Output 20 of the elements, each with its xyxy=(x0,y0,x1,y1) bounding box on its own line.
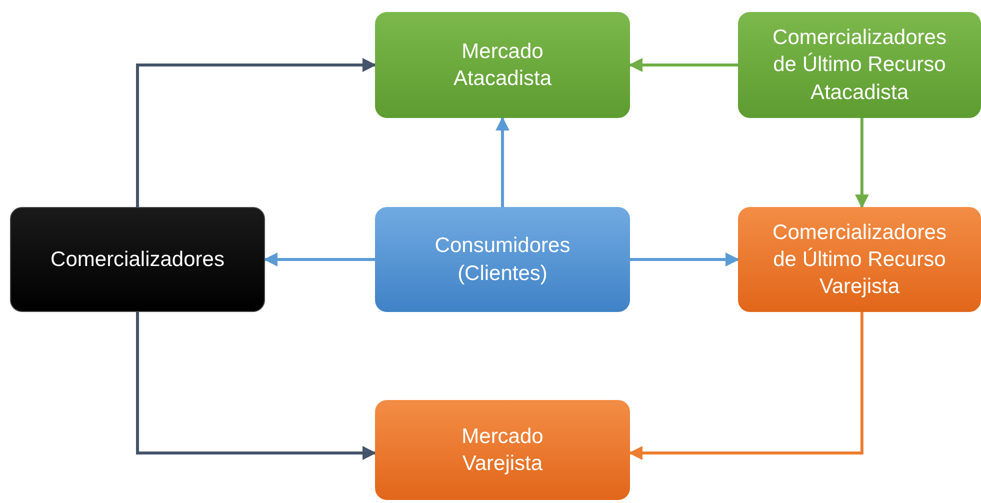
node-label: Mercado Varejista xyxy=(460,424,544,477)
arrow xyxy=(628,312,864,460)
process-box xyxy=(375,207,630,312)
process-box xyxy=(738,207,981,312)
arrow xyxy=(628,58,738,72)
node-label: Comercializadores de Último Recurso Atacadista xyxy=(772,25,948,106)
arrow xyxy=(496,116,510,207)
arrow xyxy=(264,252,375,266)
node-label: Comercializadores xyxy=(50,246,224,273)
arrow xyxy=(136,312,376,460)
process-box xyxy=(10,207,265,312)
arrow xyxy=(854,118,869,208)
arrow xyxy=(630,252,740,266)
arrow xyxy=(136,58,376,207)
node-label: Comercializadores de Último Recurso Varejista xyxy=(772,220,948,300)
process-box xyxy=(375,12,630,118)
node-label: Consumidores (Clientes) xyxy=(434,233,572,286)
process-box xyxy=(738,12,981,118)
process-box xyxy=(375,400,630,500)
node-label: Mercado Atacadista xyxy=(452,38,553,92)
